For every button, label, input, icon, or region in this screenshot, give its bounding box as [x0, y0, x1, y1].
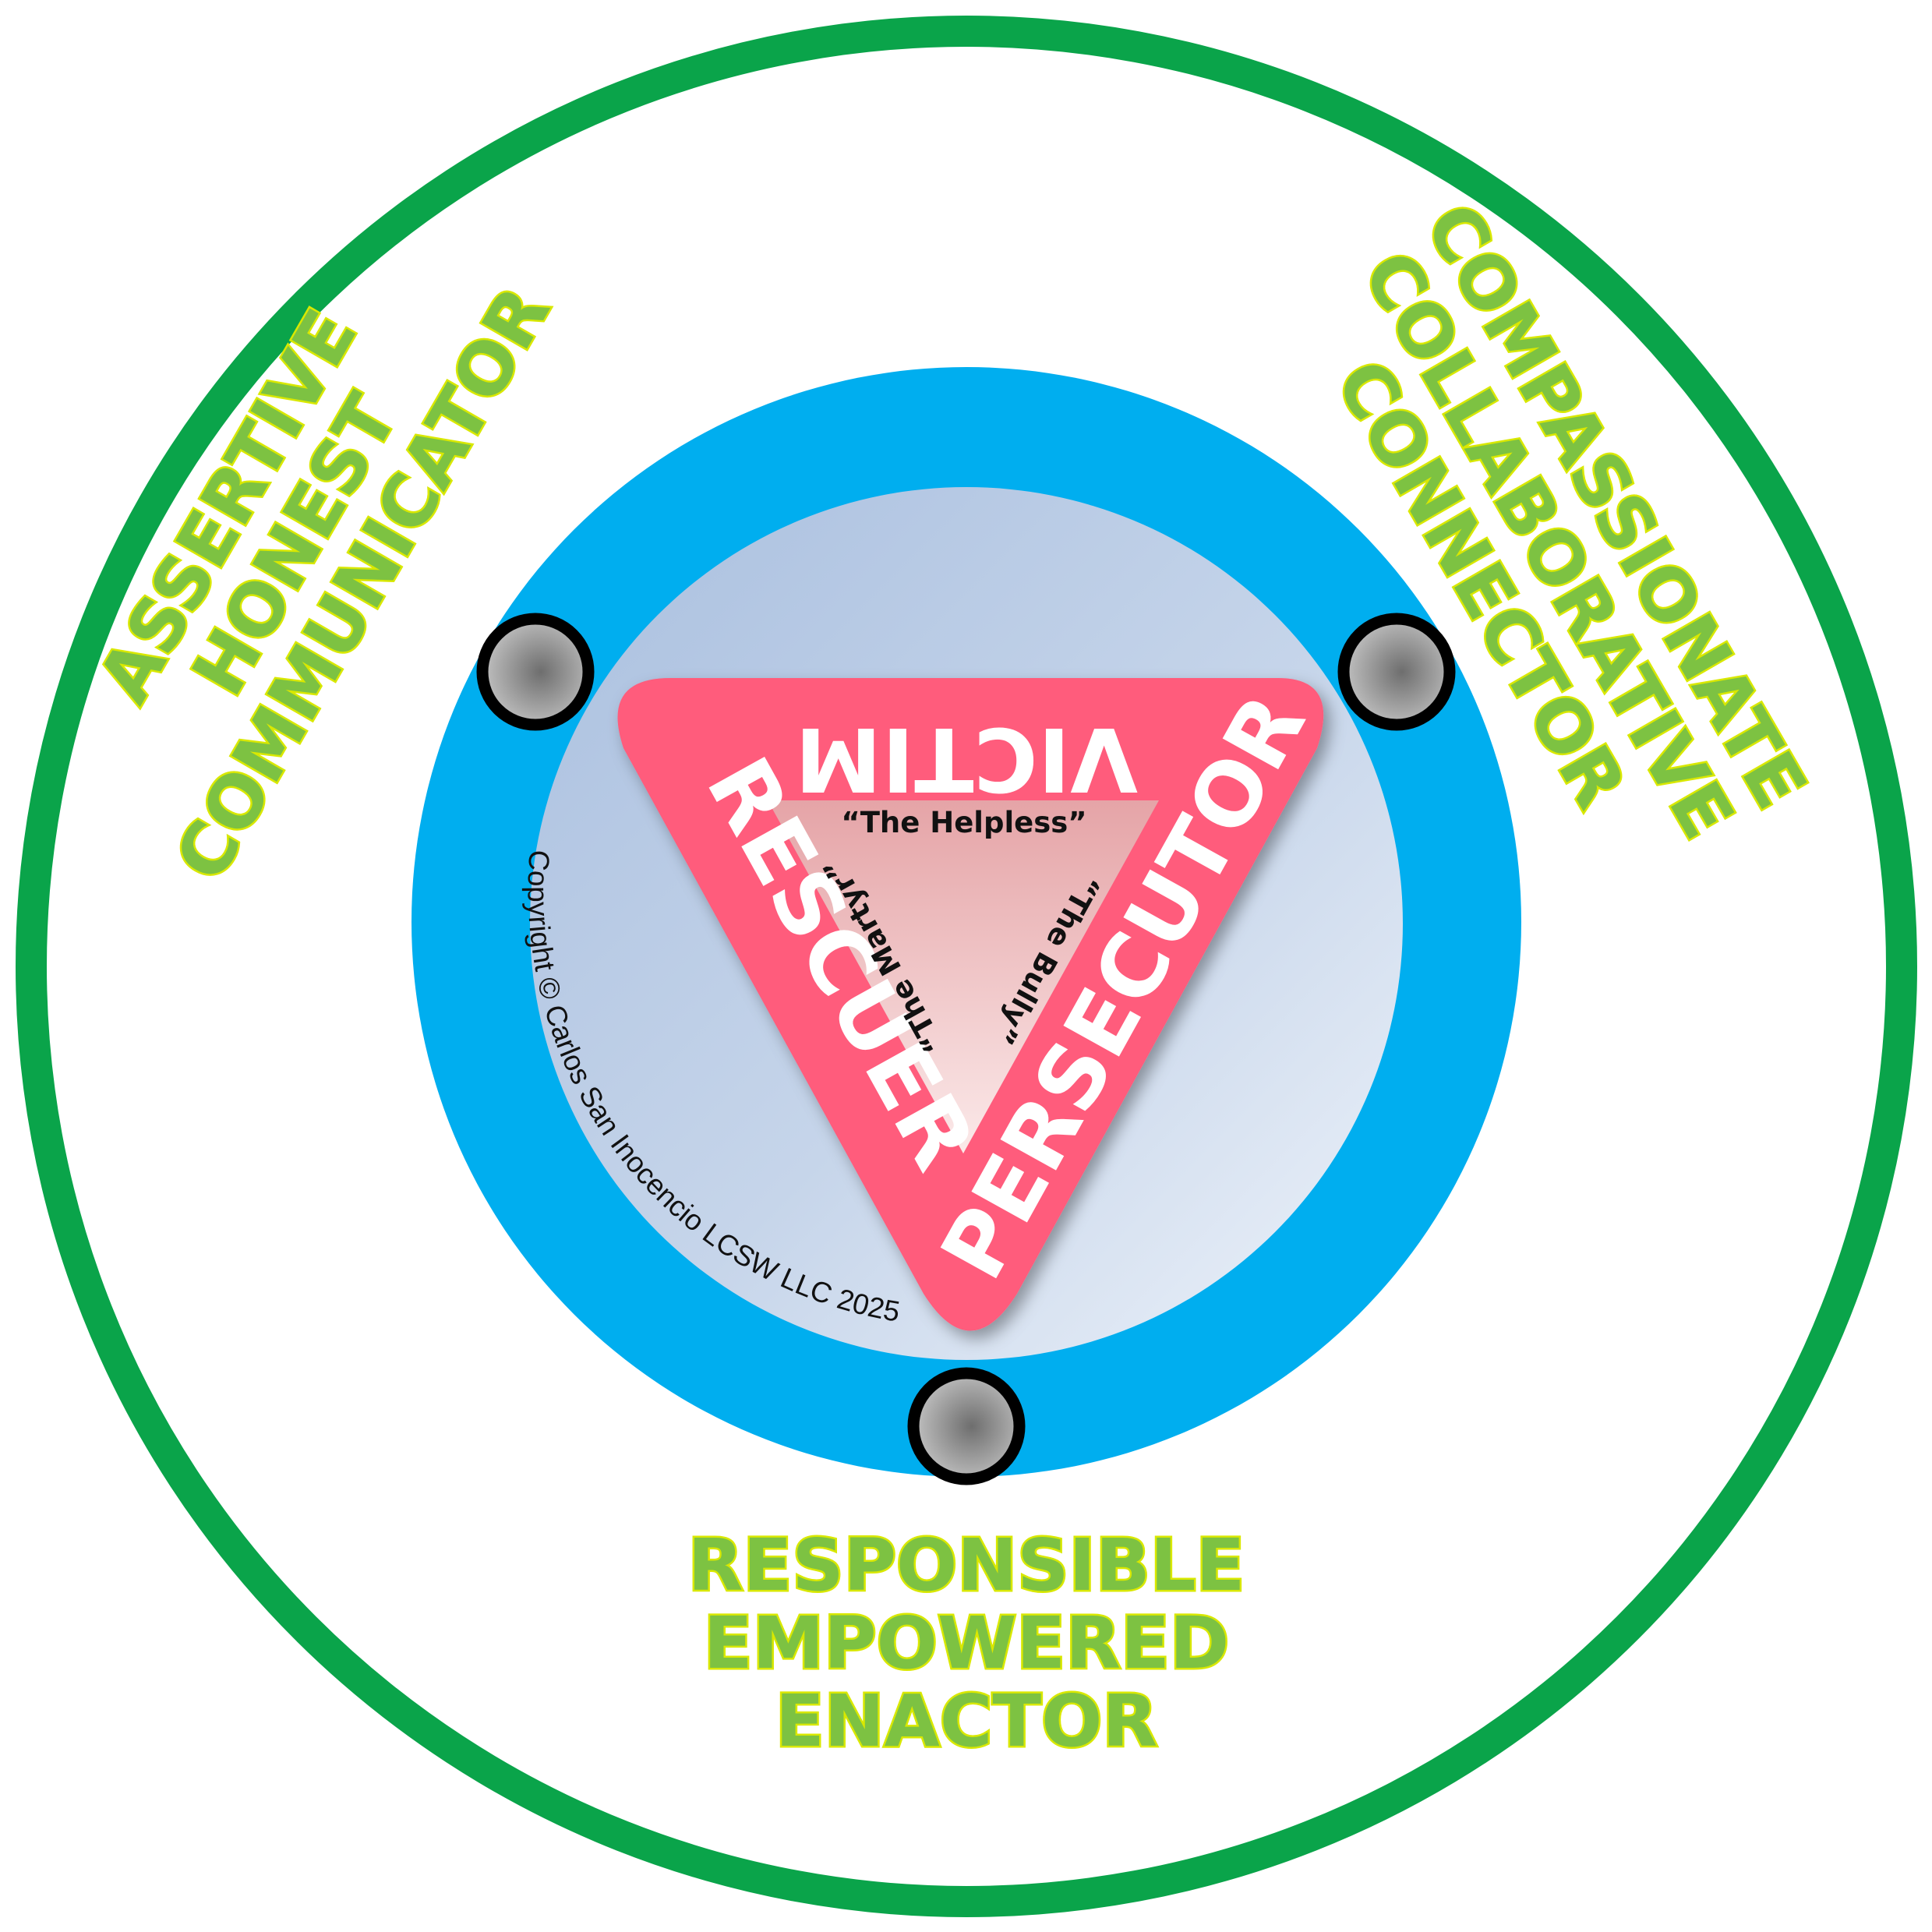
bottom-role-group: RESPONSIBLE EMPOWERED ENACTOR	[686, 1522, 1247, 1765]
bottom-role-line-3: ENACTOR	[775, 1679, 1157, 1763]
top-left-node	[476, 613, 595, 731]
inner-triangle	[768, 800, 1159, 1153]
victim-label: VICTIM	[795, 708, 1138, 809]
top-right-node	[1337, 613, 1456, 731]
bottom-node	[907, 1367, 1026, 1485]
bottom-role-line-1: RESPONSIBLE	[688, 1524, 1245, 1607]
bottom-role-line-2: EMPOWERED	[704, 1602, 1229, 1685]
victim-nickname: “The Helpless”	[841, 806, 1086, 839]
